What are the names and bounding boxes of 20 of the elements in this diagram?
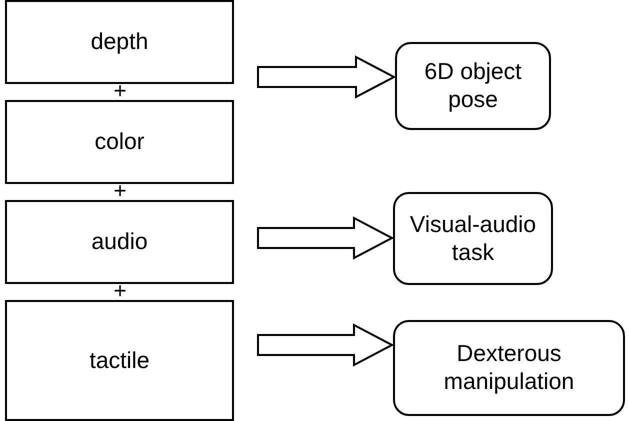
input-box — [5, 200, 234, 284]
output-box — [393, 192, 553, 285]
plus-sign: + — [112, 180, 128, 202]
node-label: 6D object pose — [423, 58, 523, 114]
node-label: audio — [91, 228, 148, 256]
output-box — [393, 320, 625, 416]
node-label: color — [94, 128, 144, 156]
block-arrow — [257, 55, 396, 99]
input-box — [5, 300, 234, 421]
block-arrow — [257, 216, 394, 260]
block-arrow — [257, 323, 394, 367]
node-label: Dexterous manipulation — [442, 340, 576, 396]
node-label: depth — [90, 28, 148, 56]
plus-sign: + — [112, 80, 128, 102]
input-box — [5, 100, 234, 184]
node-label: tactile — [89, 346, 150, 374]
output-box — [395, 42, 551, 130]
plus-sign: + — [112, 280, 128, 302]
node-label: Visual-audio task — [408, 210, 538, 266]
input-box — [5, 0, 234, 84]
